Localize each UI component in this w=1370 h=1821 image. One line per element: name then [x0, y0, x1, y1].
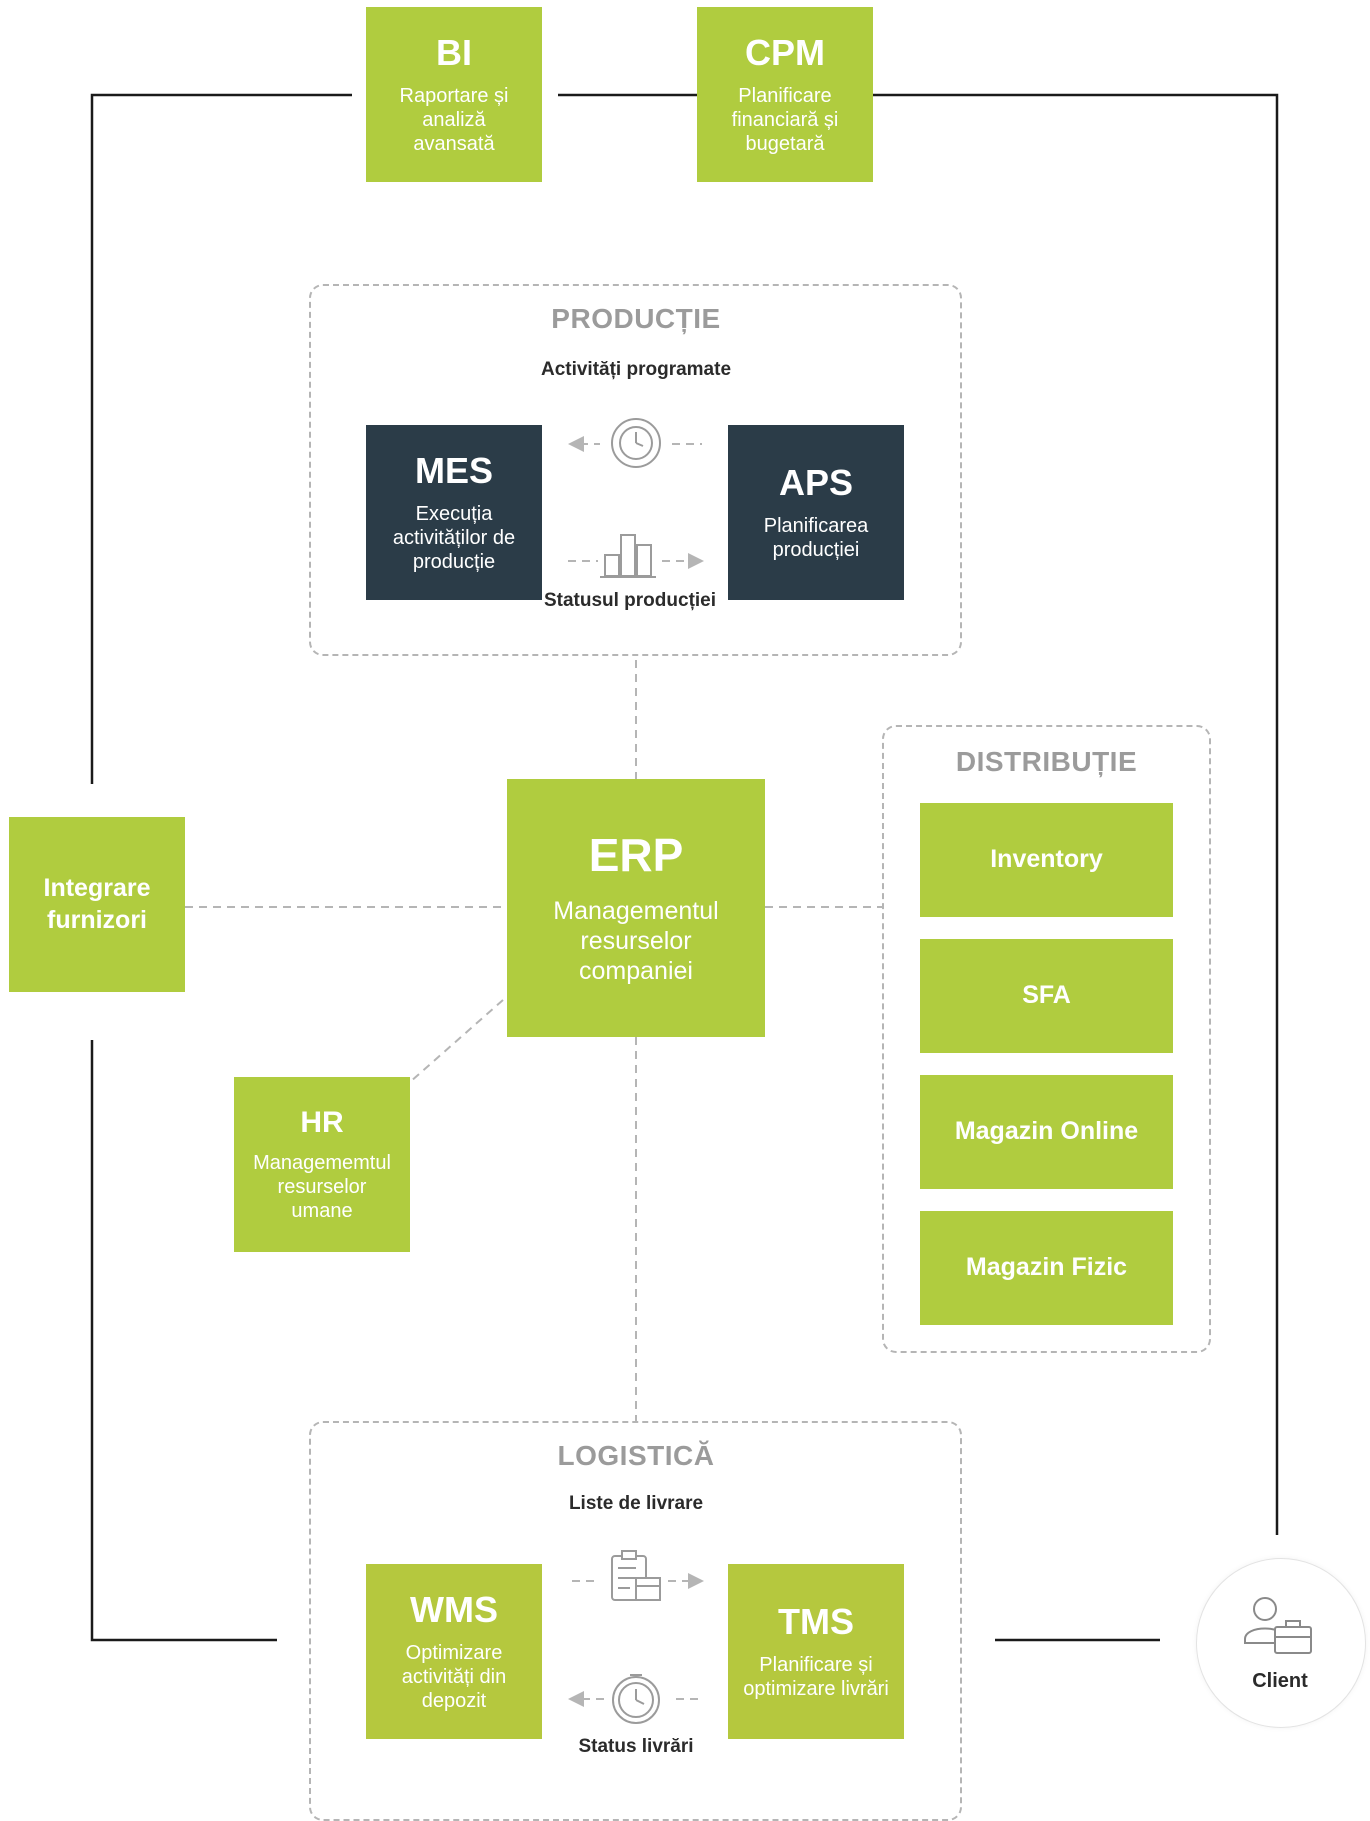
client-label: Client [1252, 1670, 1308, 1692]
person-briefcase-icon [1244, 1597, 1312, 1654]
flow-liste-de-livrare: Liste de livrare [568, 1493, 704, 1514]
mes-title: MES [414, 449, 493, 491]
hr-title: HR [300, 1106, 344, 1139]
logistica-label: LOGISTICĂ [557, 1440, 715, 1471]
flow-activitati-programate: Activități programate [540, 359, 732, 380]
arrow-left-icon [568, 1691, 584, 1707]
bi-box[interactable]: BI Raportare și analiză avansată [366, 7, 542, 182]
mes-subtitle: Execuția activităților de producție [392, 503, 516, 574]
erp-box[interactable]: ERP Managementul resurselor companiei [507, 779, 765, 1037]
wms-box[interactable]: WMS Optimizare activități din depozit [366, 1564, 542, 1739]
client-circle[interactable] [1196, 1558, 1366, 1728]
integrare-furnizori-box[interactable]: Integrare furnizori [9, 817, 185, 992]
cpm-subtitle: Planificare financiară și bugetară [731, 85, 839, 156]
arrow-right-icon [688, 1573, 704, 1589]
tms-title: TMS [778, 1600, 854, 1642]
aps-box[interactable]: APS Planificarea producției [728, 425, 904, 600]
flow-arrowheads [568, 436, 704, 1707]
hr-box[interactable]: HR Managememtul resurselor umane [234, 1077, 410, 1252]
mes-box[interactable]: MES Execuția activităților de producție [366, 425, 542, 600]
distributie-item-label: Inventory [990, 845, 1103, 874]
bi-subtitle: Raportare și analiză avansată [399, 85, 509, 156]
aps-subtitle: Planificarea producției [763, 515, 869, 562]
arrow-right-icon [688, 553, 704, 569]
productie-label: PRODUCȚIE [551, 303, 721, 334]
distributie-item-magazin-online[interactable]: Magazin Online [920, 1075, 1173, 1189]
clipboard-package-icon [611, 1550, 661, 1601]
distributie-item-label: Magazin Online [954, 1117, 1139, 1146]
arrow-left-icon [568, 436, 584, 452]
clock-icon [611, 418, 661, 468]
cpm-title: CPM [745, 31, 825, 73]
flow-statusul-productiei: Statusul producției [543, 590, 717, 611]
distributie-item-label: SFA [1022, 981, 1071, 1010]
distributie-item-label: Magazin Fizic [965, 1253, 1128, 1282]
aps-title: APS [778, 461, 854, 503]
distributie-item-inventory[interactable]: Inventory [920, 803, 1173, 917]
solid-loop [90, 93, 1279, 1642]
cpm-box[interactable]: CPM Planificare financiară și bugetară [697, 7, 873, 182]
distributie-group [882, 725, 1211, 1353]
distributie-label: DISTRIBUȚIE [955, 746, 1138, 777]
flow-status-livrari: Status livrări [578, 1736, 694, 1757]
tms-subtitle: Planificare și optimizare livrări [743, 1654, 889, 1701]
erp-subtitle: Managementul resurselor companiei [553, 897, 719, 986]
distributie-item-sfa[interactable]: SFA [920, 939, 1173, 1053]
tms-box[interactable]: TMS Planificare și optimizare livrări [728, 1564, 904, 1739]
connector-lines [90, 93, 1279, 1724]
wms-subtitle: Optimizare activități din depozit [401, 1642, 507, 1713]
bar-chart-icon [600, 534, 656, 578]
dashed-links [185, 443, 882, 1700]
distributie-item-magazin-fizic[interactable]: Magazin Fizic [920, 1211, 1173, 1325]
productie-group [309, 284, 962, 656]
stopwatch-icon [612, 1674, 660, 1724]
bi-title: BI [436, 31, 472, 73]
hr-subtitle: Managememtul resurselor umane [253, 1152, 391, 1222]
integrare-furnizori-label: Integrare furnizori [43, 874, 151, 934]
wms-title: WMS [410, 1588, 498, 1630]
erp-title: ERP [588, 828, 684, 881]
